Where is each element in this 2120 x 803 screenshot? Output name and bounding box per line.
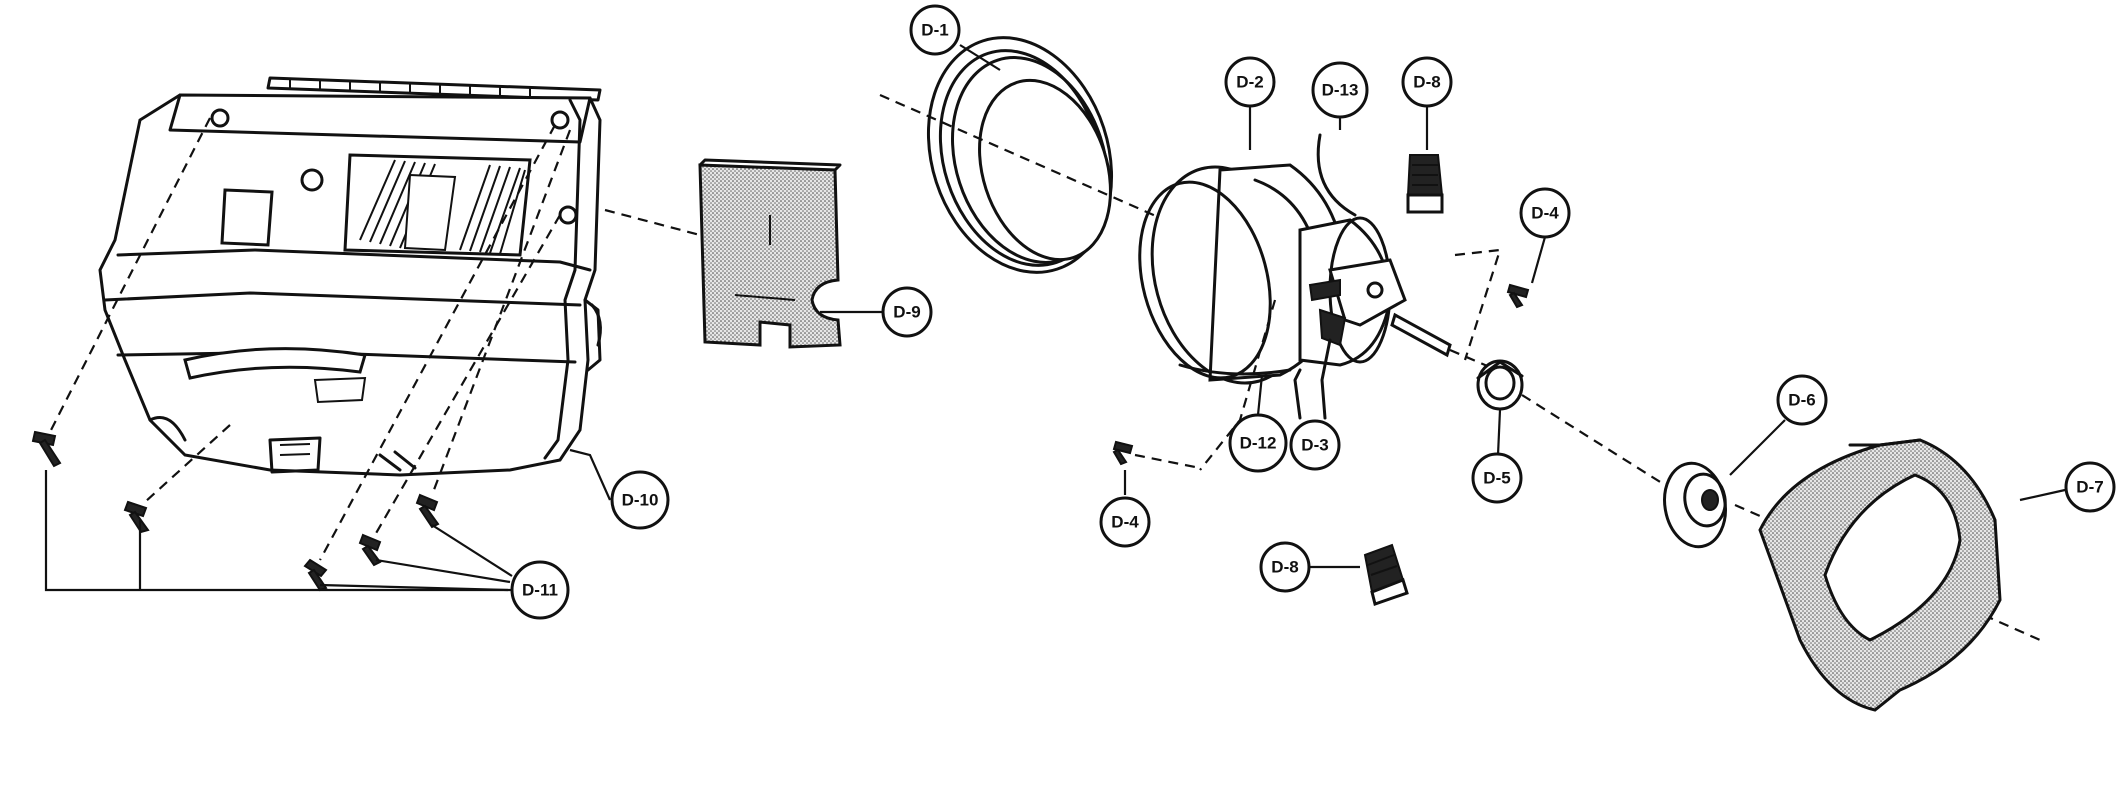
- callout-d2-label: D-2: [1236, 73, 1263, 92]
- seal-ring: [926, 36, 1114, 274]
- screw-1: [31, 430, 62, 468]
- callout-d8-lower: D-8: [1259, 541, 1311, 593]
- callout-d8-upper: D-8: [1401, 56, 1453, 108]
- callout-d10: D-10: [610, 470, 670, 530]
- callout-d9-label: D-9: [893, 303, 920, 322]
- housing-screws: [31, 430, 440, 592]
- callout-d11-label: D-11: [522, 581, 558, 600]
- callout-d8-upper-label: D-8: [1413, 73, 1440, 92]
- callout-d4-lower-label: D-4: [1111, 513, 1139, 532]
- callout-d4-upper-label: D-4: [1531, 204, 1559, 223]
- housing-vent-fins: [359, 159, 526, 255]
- callout-d1: D-1: [909, 4, 961, 56]
- callout-d3-label: D-3: [1301, 436, 1328, 455]
- callout-d5-label: D-5: [1483, 469, 1510, 488]
- callout-d7: D-7: [2064, 461, 2116, 513]
- callout-d11: D-11: [510, 560, 570, 620]
- bushing: [1476, 359, 1524, 411]
- callout-d4-lower: D-4: [1099, 496, 1151, 548]
- wire-nut-upper: [1406, 154, 1444, 214]
- callout-d12: D-12: [1228, 413, 1288, 473]
- wire-nut-lower: [1363, 543, 1409, 606]
- callout-d6: D-6: [1776, 374, 1828, 426]
- callout-d12-label: D-12: [1240, 434, 1277, 453]
- callout-d4-upper: D-4: [1519, 187, 1571, 239]
- filter-bag: [1758, 438, 2002, 712]
- callout-d13: D-13: [1311, 61, 1369, 119]
- callout-d13-label: D-13: [1322, 81, 1359, 100]
- callout-d2: D-2: [1224, 56, 1276, 108]
- callout-d1-label: D-1: [921, 21, 948, 40]
- washer: [1663, 461, 1727, 549]
- motor-assembly: [1138, 133, 1452, 420]
- screw-4: [358, 533, 382, 567]
- screw-lower: [1112, 440, 1134, 466]
- callout-d6-label: D-6: [1788, 391, 1815, 410]
- callout-d7-label: D-7: [2076, 478, 2103, 497]
- foam-filter-pad: [698, 158, 842, 349]
- screw-upper: [1506, 283, 1530, 309]
- screw-5: [415, 493, 440, 529]
- housing-part: [98, 76, 602, 477]
- callout-d10-label: D-10: [622, 491, 659, 510]
- callout-d5: D-5: [1471, 452, 1523, 504]
- callout-d9: D-9: [881, 286, 933, 338]
- screw-2: [123, 500, 150, 534]
- callout-d8-lower-label: D-8: [1271, 558, 1298, 577]
- callout-d3: D-3: [1289, 419, 1341, 471]
